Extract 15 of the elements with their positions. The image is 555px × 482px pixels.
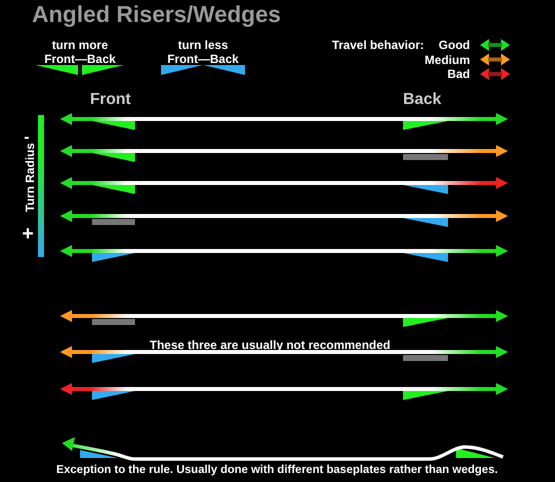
label: Travel behavior: bbox=[332, 39, 424, 51]
legend-text: Good bbox=[438, 39, 470, 51]
label: Front—Back bbox=[167, 53, 239, 65]
axis-label: Turn Radius bbox=[24, 142, 36, 212]
title: Angled Risers/Wedges bbox=[32, 3, 281, 26]
legend-text: Bad bbox=[447, 68, 470, 80]
column-heading: Back bbox=[403, 92, 442, 108]
label: Front—Back bbox=[44, 53, 116, 65]
plus-sign: + bbox=[22, 224, 34, 244]
label: turn less bbox=[178, 39, 228, 51]
label: turn more bbox=[52, 39, 108, 51]
note: Exception to the rule. Usually done with different baseplates rather than wedges. bbox=[56, 465, 498, 476]
legend-text: Medium bbox=[424, 54, 470, 66]
column-heading: Front bbox=[90, 92, 131, 108]
note: These three are usually not recommended bbox=[150, 339, 390, 351]
